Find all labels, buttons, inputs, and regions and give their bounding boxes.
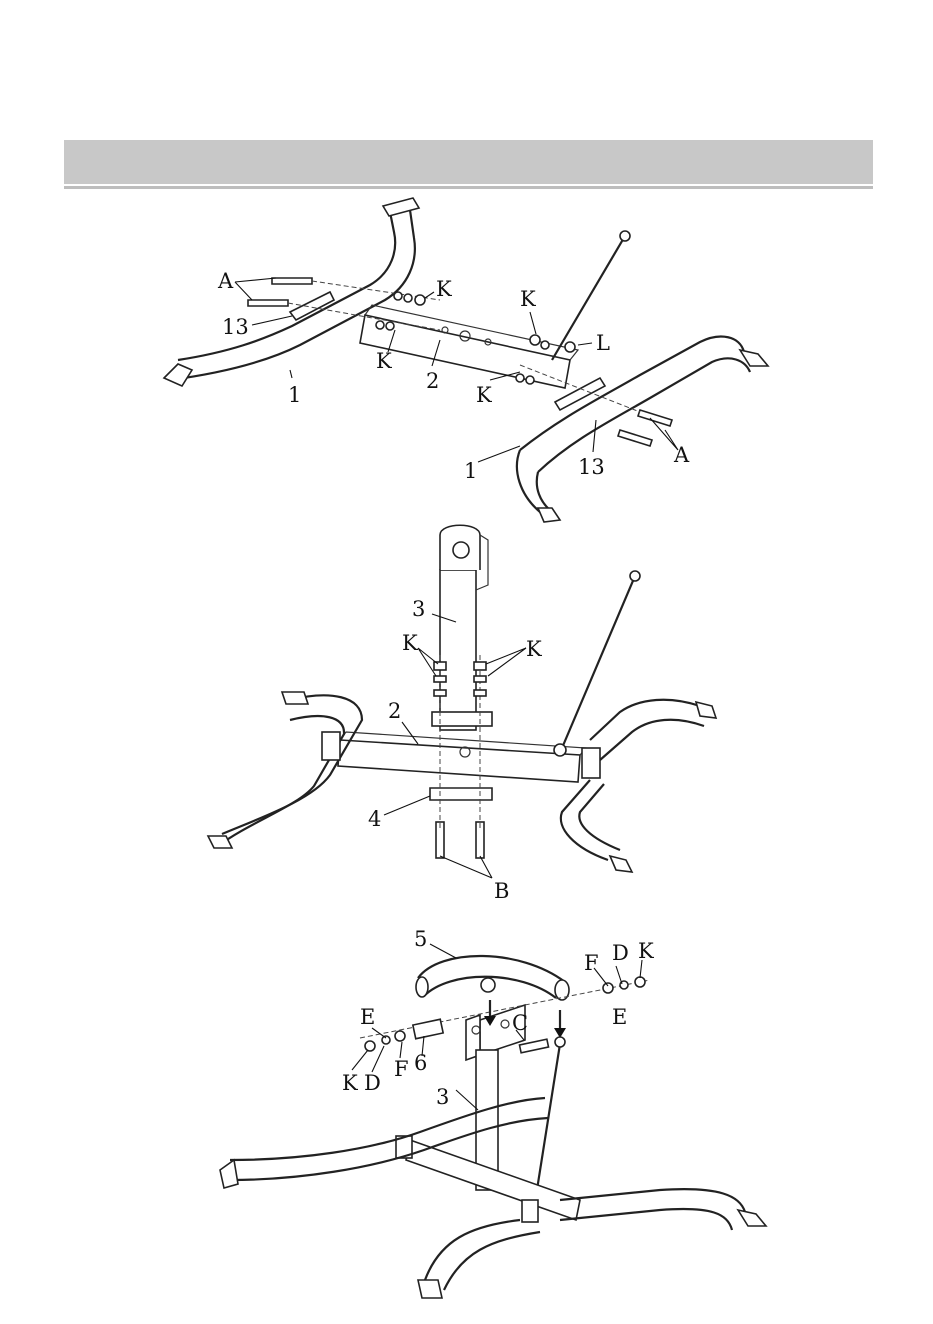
label-3: 3: [412, 597, 425, 621]
label-F: F: [394, 1057, 409, 1081]
label-C: C: [512, 1011, 528, 1035]
label-F: F: [584, 951, 599, 975]
label-K: K: [638, 939, 654, 963]
label-L: L: [596, 331, 610, 355]
label-E: E: [612, 1005, 627, 1029]
label-2: 2: [388, 699, 401, 723]
label-A: A: [217, 269, 234, 293]
label-K: K: [520, 287, 536, 311]
label-K: K: [376, 349, 392, 373]
label-D: D: [612, 941, 629, 965]
label-1: 1: [288, 383, 301, 407]
label-2: 2: [426, 369, 439, 393]
label-3: 3: [436, 1085, 449, 1109]
step-2-diagram: [208, 525, 716, 878]
label-E: E: [360, 1005, 375, 1029]
label-4: 4: [368, 807, 381, 831]
label-13: 13: [578, 455, 605, 479]
label-K: K: [402, 631, 418, 655]
label-6: 6: [414, 1051, 427, 1075]
label-B: B: [494, 879, 509, 903]
label-13: 13: [222, 315, 249, 339]
label-A: A: [673, 443, 690, 467]
step-3-diagram: [220, 944, 766, 1298]
label-1: 1: [464, 459, 477, 483]
label-K: K: [476, 383, 492, 407]
label-K: K: [342, 1071, 358, 1095]
label-K: K: [436, 277, 452, 301]
label-K: K: [526, 637, 542, 661]
label-5: 5: [414, 927, 427, 951]
label-D: D: [364, 1071, 381, 1095]
